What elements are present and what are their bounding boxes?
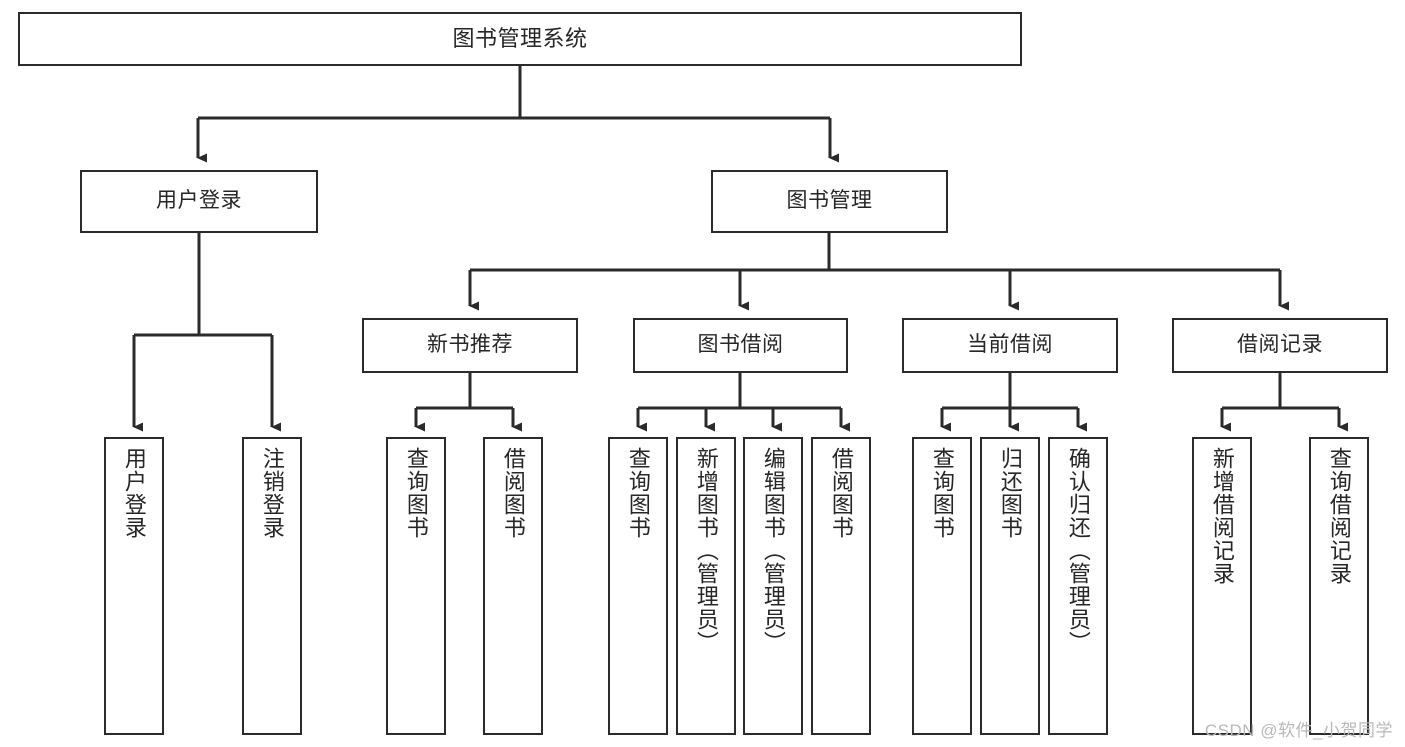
node-label: 新书推荐 xyxy=(427,333,513,357)
node-label: 归还图书 xyxy=(997,447,1023,539)
node-label: 编辑图书（管理员） xyxy=(760,447,786,654)
node-label: 新增图书（管理员） xyxy=(693,447,719,654)
node-label: 借阅记录 xyxy=(1237,333,1323,357)
node-book-management[interactable]: 图书管理 xyxy=(711,170,948,233)
node-label: 注销登录 xyxy=(259,447,285,539)
node-label: 图书借阅 xyxy=(697,333,784,357)
node-label: 图书管理系统 xyxy=(452,26,588,52)
node-user-login[interactable]: 用户登录 xyxy=(80,170,318,233)
node-label: 借阅图书 xyxy=(500,447,526,539)
leaf-current-query-book[interactable]: 查询图书 xyxy=(912,437,972,735)
node-root-system[interactable]: 图书管理系统 xyxy=(18,12,1022,66)
leaf-record-add-record[interactable]: 新增借阅记录 xyxy=(1192,437,1252,735)
node-label: 确认归还（管理员） xyxy=(1065,447,1091,654)
leaf-borrow-edit-book-admin[interactable]: 编辑图书（管理员） xyxy=(743,437,803,735)
leaf-new-book-query[interactable]: 查询图书 xyxy=(386,437,446,735)
node-label: 查询图书 xyxy=(403,447,429,539)
node-borrow-record[interactable]: 借阅记录 xyxy=(1172,318,1388,373)
node-label: 用户登录 xyxy=(156,189,242,213)
node-label: 新增借阅记录 xyxy=(1209,447,1235,585)
node-label: 用户登录 xyxy=(121,447,147,539)
leaf-user-login-logout[interactable]: 注销登录 xyxy=(242,437,302,735)
node-current-borrow[interactable]: 当前借阅 xyxy=(902,318,1118,373)
node-label: 查询图书 xyxy=(929,447,955,539)
leaf-record-query-record[interactable]: 查询借阅记录 xyxy=(1309,437,1369,735)
leaf-new-book-borrow[interactable]: 借阅图书 xyxy=(483,437,543,735)
node-label: 图书管理 xyxy=(786,189,873,213)
node-label: 查询借阅记录 xyxy=(1326,447,1352,585)
leaf-borrow-query-book[interactable]: 查询图书 xyxy=(608,437,668,735)
leaf-current-confirm-return-admin[interactable]: 确认归还（管理员） xyxy=(1048,437,1108,735)
node-new-book-recommend[interactable]: 新书推荐 xyxy=(362,318,578,373)
leaf-borrow-borrow-book[interactable]: 借阅图书 xyxy=(811,437,871,735)
node-label: 借阅图书 xyxy=(828,447,854,539)
leaf-user-login-login[interactable]: 用户登录 xyxy=(104,437,164,735)
node-book-borrow[interactable]: 图书借阅 xyxy=(633,318,848,373)
node-label: 查询图书 xyxy=(625,447,651,539)
node-label: 当前借阅 xyxy=(967,333,1053,357)
leaf-borrow-add-book-admin[interactable]: 新增图书（管理员） xyxy=(676,437,736,735)
leaf-current-return-book[interactable]: 归还图书 xyxy=(980,437,1040,735)
